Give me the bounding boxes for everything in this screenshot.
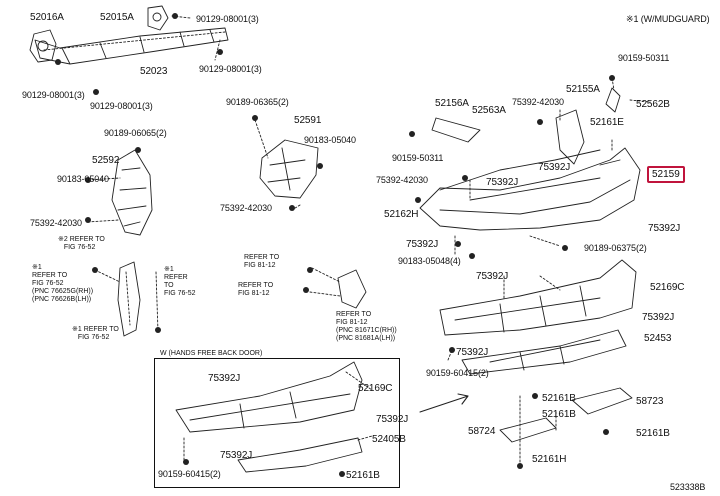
callout-90159-50311-b[interactable]: 90159-50311: [392, 153, 444, 163]
bracket-58723-part: [571, 387, 633, 415]
inset-absorber-part: [175, 361, 363, 433]
reflector-part: [337, 269, 367, 309]
callout-52015a[interactable]: 52015A: [100, 12, 134, 23]
absorber-52169c-part: [439, 259, 637, 336]
refer-note-left-bot: ※1 REFER TO FIG 76-52: [72, 326, 119, 341]
refer-note-left-side: ※1 REFER TO FIG 76-52: [164, 266, 196, 297]
callout-58723[interactable]: 58723: [636, 396, 664, 407]
callout-52023[interactable]: 52023: [140, 66, 168, 77]
callout-90129-08001-c[interactable]: 90129-08001(3): [22, 90, 85, 100]
callout-52591[interactable]: 52591: [294, 115, 322, 126]
inset-callout-75392j-a[interactable]: 75392J: [208, 373, 241, 384]
callout-90129-08001-d[interactable]: 90129-08001(3): [90, 101, 153, 111]
refer-note-center-a: REFER TO FIG 81-12: [244, 254, 280, 269]
callout-52592[interactable]: 52592: [92, 155, 120, 166]
refer-note-center-c: REFER TO FIG 81-12 (PNC 81671C(RH)) (PNC…: [336, 311, 397, 342]
bracket-52016a-part: [29, 29, 57, 63]
callout-75392-42030-c[interactable]: 75392-42030: [512, 97, 564, 107]
bumper-cover-52159-part: [419, 147, 641, 231]
callout-52016a[interactable]: 52016A: [30, 12, 64, 23]
refer-note-left-mid: ※1 REFER TO FIG 76-52 (PNC 76625G(RH)) (…: [32, 264, 94, 303]
refer-note-center-b: REFER TO FIG 81-12: [238, 282, 274, 297]
legend-mudguard: ※1 (W/MUDGUARD): [626, 14, 710, 24]
callout-90189-06375[interactable]: 90189-06375(2): [584, 243, 647, 253]
callout-75392-42030-b[interactable]: 75392-42030: [30, 218, 82, 228]
callout-90183-05048[interactable]: 90183-05048(4): [398, 256, 461, 266]
inset-hands-free-back-door: [154, 358, 400, 488]
callout-90189-06065[interactable]: 90189-06065(2): [104, 128, 167, 138]
direction-arrow: [419, 393, 469, 413]
callout-90159-60415-a[interactable]: 90159-60415(2): [426, 368, 489, 378]
inset-callout-52169c[interactable]: 52169C: [358, 383, 393, 394]
bracket-58724-part: [499, 417, 557, 443]
callout-90183-05040-b[interactable]: 90183-05040: [57, 174, 109, 184]
callout-90159-50311-a[interactable]: 90159-50311: [618, 53, 670, 63]
callout-75392j-g[interactable]: 75392J: [456, 347, 489, 358]
callout-75392-42030-a[interactable]: 75392-42030: [220, 203, 272, 213]
callout-52453[interactable]: 52453: [644, 333, 672, 344]
bracket-52015a-part: [147, 5, 169, 31]
bracket-52161e-part: [555, 109, 585, 165]
inset-title: W (HANDS FREE BACK DOOR): [158, 350, 265, 358]
retainer-52591-part: [259, 139, 319, 199]
inset-callout-75392j-c[interactable]: 75392J: [220, 450, 253, 461]
callout-52169c-a[interactable]: 52169C: [650, 282, 685, 293]
retainer-52592-part: [111, 149, 153, 236]
callout-90129-08001-b[interactable]: 90129-08001(3): [199, 64, 262, 74]
callout-75392j-b[interactable]: 75392J: [486, 177, 519, 188]
callout-75392j-a[interactable]: 75392J: [538, 162, 571, 173]
inset-lower-part: [237, 437, 363, 473]
callout-75392j-d[interactable]: 75392J: [406, 239, 439, 250]
callout-52161b-c[interactable]: 52161B: [636, 428, 670, 439]
callout-90129-08001-a[interactable]: 90129-08001(3): [196, 14, 259, 24]
callout-90189-06365[interactable]: 90189-06365(2): [226, 97, 289, 107]
callout-52161h[interactable]: 52161H: [532, 454, 567, 465]
reinforcement-52023-part: [34, 27, 229, 65]
callout-52159-highlight[interactable]: 52159: [647, 166, 685, 183]
callout-90183-05040-a[interactable]: 90183-05040: [304, 135, 356, 145]
diagram-code: 523338B: [670, 482, 706, 492]
callout-52156a[interactable]: 52156A: [435, 98, 469, 109]
callout-75392-42030-d[interactable]: 75392-42030: [376, 175, 428, 185]
callout-52563a[interactable]: 52563A: [472, 105, 506, 116]
refer-note-left-top: ※2 REFER TO FIG 76-52: [58, 236, 105, 251]
callout-52161e[interactable]: 52161E: [590, 117, 624, 128]
inset-callout-52405b[interactable]: 52405B: [372, 434, 406, 445]
callout-75392j-e[interactable]: 75392J: [476, 271, 509, 282]
callout-52155a[interactable]: 52155A: [566, 84, 600, 95]
inset-callout-75392j-b[interactable]: 75392J: [376, 414, 409, 425]
callout-52161b-b[interactable]: 52161B: [542, 409, 576, 420]
callout-52161b-a[interactable]: 52161B: [542, 393, 576, 404]
callout-75392j-f[interactable]: 75392J: [642, 312, 675, 323]
inset-callout-90159-60415[interactable]: 90159-60415(2): [158, 469, 221, 479]
inset-callout-52161b[interactable]: 52161B: [346, 470, 380, 481]
callout-52562b[interactable]: 52562B: [636, 99, 670, 110]
callout-52162h[interactable]: 52162H: [384, 209, 419, 220]
callout-75392j-c[interactable]: 75392J: [648, 223, 681, 234]
mudguard-left-part: [117, 261, 141, 337]
callout-58724[interactable]: 58724: [468, 426, 496, 437]
